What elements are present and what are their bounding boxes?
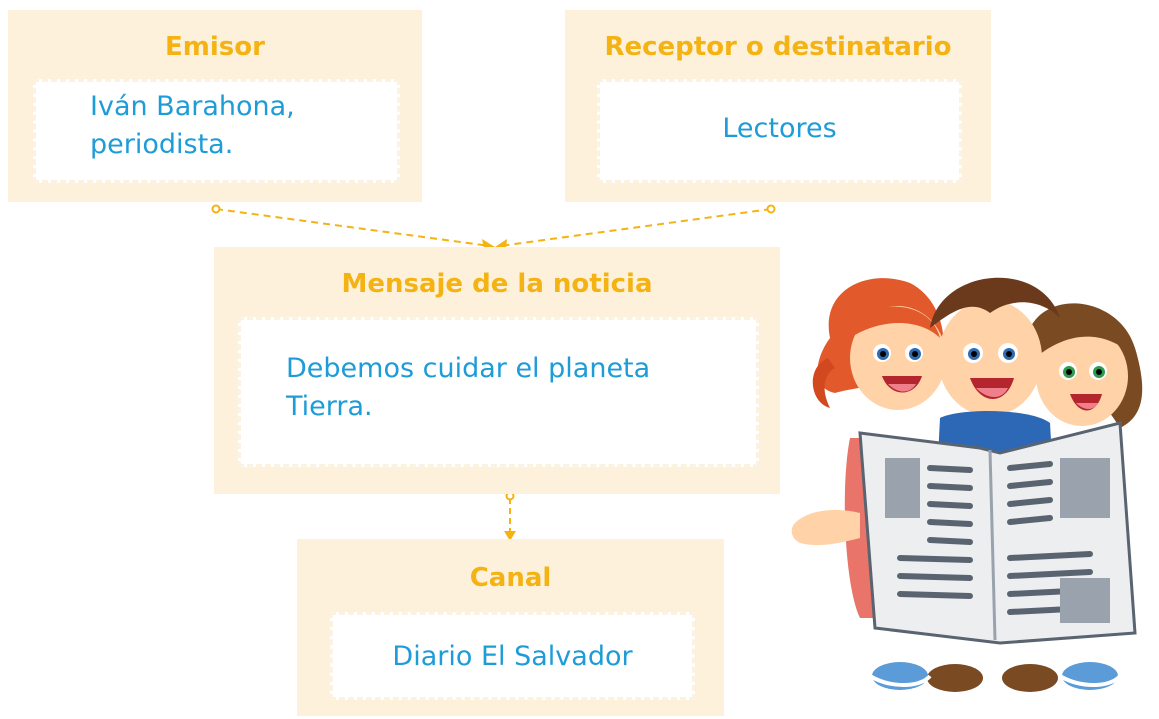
boy-face — [938, 300, 1042, 416]
mensaje-title: Mensaje de la noticia — [341, 269, 653, 299]
receptor-to-mensaje-connector — [499, 208, 772, 247]
canal-card: Canal Diario El Salvador — [297, 539, 724, 716]
receptor-arrow-head — [495, 239, 507, 249]
canal-title: Canal — [469, 563, 552, 593]
left-girl-hand — [791, 510, 860, 546]
mensaje-card: Mensaje de la noticia Debemos cuidar el … — [214, 247, 780, 494]
boy-hair — [930, 277, 1060, 328]
receptor-title: Receptor o destinatario — [604, 32, 952, 62]
emisor-text: Iván Barahona, periodista. — [90, 91, 295, 160]
emisor-title: Emisor — [165, 32, 265, 62]
canal-text: Diario El Salvador — [392, 641, 633, 672]
children-reading-newspaper-illustration — [791, 277, 1143, 692]
mensaje-content-box: Debemos cuidar el planeta Tierra. — [238, 317, 759, 467]
left-girl-face — [850, 306, 946, 410]
emisor-content-box: Iván Barahona, periodista. — [33, 79, 400, 183]
right-girl-face — [1036, 326, 1128, 426]
canal-arrow-head — [504, 531, 516, 541]
receptor-content-box: Lectores — [597, 79, 962, 183]
receptor-connector-dot — [766, 204, 776, 214]
emisor-to-mensaje-connector — [215, 208, 491, 247]
emisor-arrow-head — [482, 239, 495, 249]
receptor-text: Lectores — [722, 113, 837, 144]
canal-content-box: Diario El Salvador — [330, 612, 695, 700]
emisor-card: Emisor Iván Barahona, periodista. — [8, 10, 422, 202]
receptor-card: Receptor o destinatario Lectores — [565, 10, 991, 202]
emisor-connector-dot — [211, 204, 221, 214]
mensaje-text: Debemos cuidar el planeta Tierra. — [286, 353, 651, 422]
